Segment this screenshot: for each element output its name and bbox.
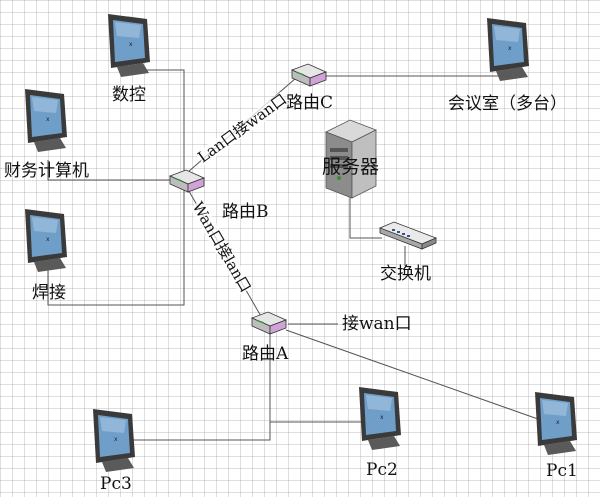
wire-c-huiyishi bbox=[316, 70, 511, 77]
monitor-huiyishi[interactable]: x bbox=[482, 14, 534, 82]
label-pc2: Pc2 bbox=[366, 460, 398, 480]
svg-text:x: x bbox=[46, 236, 50, 243]
link-label-a-wan: 接wan口 bbox=[342, 314, 412, 334]
wire-a-pc1 bbox=[285, 329, 553, 425]
monitor-pc1[interactable]: x bbox=[530, 388, 582, 456]
monitor-caiwu[interactable]: x bbox=[20, 85, 72, 153]
label-server: 服务器 bbox=[322, 156, 380, 178]
monitor-icon: x bbox=[530, 388, 582, 456]
monitor-icon: x bbox=[103, 10, 155, 78]
monitor-shukong[interactable]: x bbox=[103, 10, 155, 78]
monitor-icon: x bbox=[20, 85, 72, 153]
label-router-c: 路由C bbox=[286, 93, 334, 113]
server[interactable] bbox=[320, 118, 380, 200]
label-router-a: 路由A bbox=[242, 344, 289, 364]
svg-text:x: x bbox=[46, 116, 50, 123]
router-icon bbox=[250, 310, 288, 336]
router-b[interactable] bbox=[168, 168, 206, 194]
wire-server-switch bbox=[349, 196, 382, 239]
monitor-pc3[interactable]: x bbox=[88, 405, 140, 473]
monitor-icon: x bbox=[20, 205, 72, 273]
label-switch: 交换机 bbox=[380, 264, 431, 284]
svg-text:x: x bbox=[508, 45, 512, 52]
label-pc3: Pc3 bbox=[100, 474, 132, 494]
label-shukong: 数控 bbox=[112, 85, 146, 105]
router-a[interactable] bbox=[250, 310, 288, 336]
router-c[interactable] bbox=[290, 62, 328, 88]
switch-icon bbox=[378, 220, 438, 250]
svg-text:x: x bbox=[114, 436, 118, 443]
router-icon bbox=[290, 62, 328, 88]
wire-hanjie bbox=[47, 190, 185, 306]
wire-pc3 bbox=[118, 421, 372, 441]
label-caiwu: 财务计算机 bbox=[4, 161, 89, 181]
svg-text:x: x bbox=[380, 414, 384, 421]
wire-shukong bbox=[130, 69, 185, 177]
svg-text:x: x bbox=[556, 419, 560, 426]
svg-text:x: x bbox=[129, 41, 133, 48]
monitor-pc2[interactable]: x bbox=[354, 383, 406, 451]
monitor-icon: x bbox=[88, 405, 140, 473]
monitor-icon: x bbox=[354, 383, 406, 451]
label-pc1: Pc1 bbox=[546, 461, 578, 481]
switch[interactable] bbox=[378, 220, 438, 250]
router-icon bbox=[168, 168, 206, 194]
wire-caiwu bbox=[47, 160, 172, 181]
monitor-icon: x bbox=[482, 14, 534, 82]
server-icon bbox=[320, 118, 380, 200]
label-router-b: 路由B bbox=[222, 202, 269, 222]
label-hanjie: 焊接 bbox=[32, 283, 66, 303]
monitor-hanjie[interactable]: x bbox=[20, 205, 72, 273]
label-huiyishi: 会议室（多台） bbox=[448, 94, 567, 114]
